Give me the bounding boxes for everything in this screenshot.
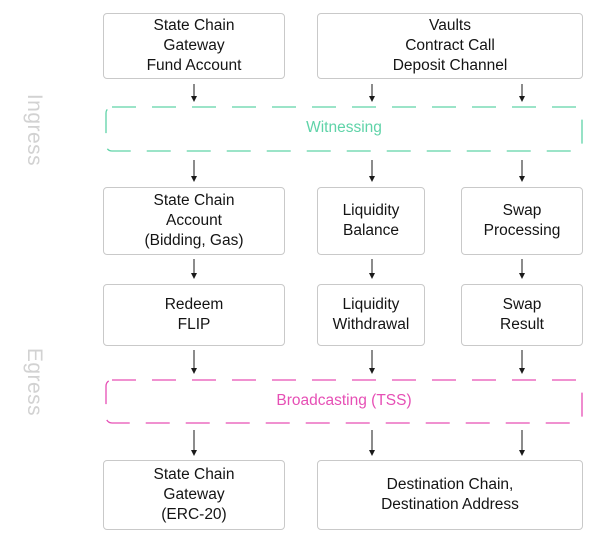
broadcasting-label: Broadcasting (TSS): [276, 392, 412, 409]
state-chain-account-box: State Chain Account (Bidding, Gas): [103, 187, 285, 255]
destination-box: Destination Chain, Destination Address: [317, 460, 583, 530]
box-line: Account: [165, 212, 222, 229]
box-line: Swap: [502, 296, 542, 313]
box-line: Fund Account: [146, 57, 242, 74]
box-line: State Chain: [153, 17, 235, 34]
box-line: Destination Chain,: [386, 476, 514, 493]
broadcasting-band: [105, 379, 583, 424]
witnessing-label: Witnessing: [306, 119, 382, 136]
liquidity-withdrawal-box: Liquidity Withdrawal: [317, 284, 425, 346]
box-line: Vaults: [429, 17, 471, 34]
swap-processing-box: Swap Processing: [461, 187, 583, 255]
box-line: Result: [500, 316, 544, 333]
box-line: FLIP: [177, 316, 211, 333]
redeem-flip-box: Redeem FLIP: [103, 284, 285, 346]
box-line: Gateway: [163, 37, 225, 54]
box-line: Balance: [342, 222, 399, 239]
state-chain-gateway-fund-box: State Chain Gateway Fund Account: [103, 13, 285, 79]
box-line: Redeem: [164, 296, 224, 313]
box-line: State Chain: [153, 466, 235, 483]
state-chain-gateway-erc20-box: State Chain Gateway (ERC-20): [103, 460, 285, 530]
box-line: Processing: [483, 222, 561, 239]
box-line: Deposit Channel: [392, 57, 508, 74]
box-line: Liquidity: [342, 296, 400, 313]
box-line: Gateway: [163, 486, 225, 503]
box-line: Liquidity: [342, 202, 400, 219]
box-line: Swap: [502, 202, 542, 219]
box-line: Withdrawal: [332, 316, 410, 333]
box-line: Destination Address: [381, 496, 519, 513]
box-line: Contract Call: [405, 37, 495, 54]
witnessing-band: [105, 106, 583, 152]
box-line: State Chain: [153, 192, 235, 209]
liquidity-balance-box: Liquidity Balance: [317, 187, 425, 255]
swap-result-box: Swap Result: [461, 284, 583, 346]
box-line: (ERC-20): [161, 506, 227, 523]
vaults-box: Vaults Contract Call Deposit Channel: [317, 13, 583, 79]
box-line: (Bidding, Gas): [144, 232, 244, 249]
